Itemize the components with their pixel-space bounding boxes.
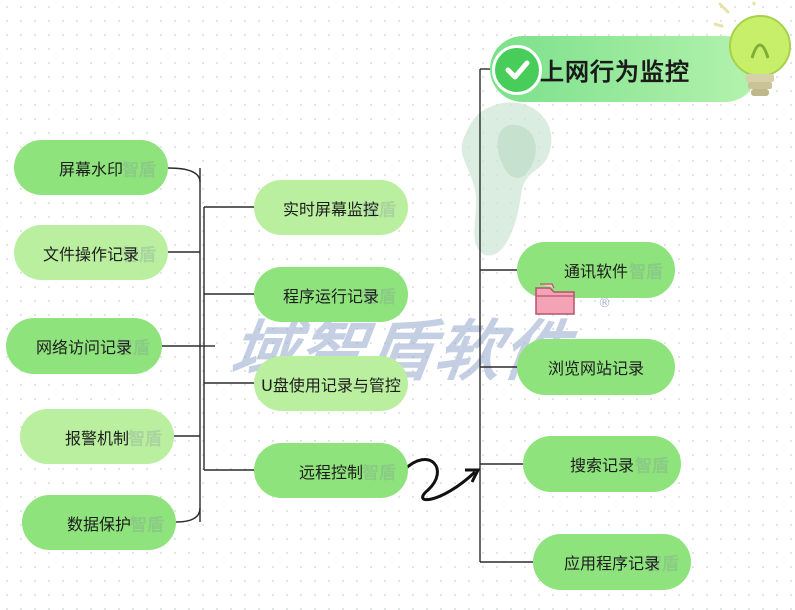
node-watermark: 智盾 — [362, 463, 396, 483]
node-data-protection: 数据保护 智盾 — [22, 495, 176, 550]
node-watermark: 智盾 — [635, 456, 669, 477]
folder-icon — [535, 283, 575, 315]
checkmark-icon — [492, 45, 542, 95]
node-watermark: 智盾 — [130, 515, 164, 535]
node-remote-control: 远程控制 智盾 — [254, 443, 408, 498]
node-label: 报警机制 — [64, 428, 129, 448]
registered-mark: ® — [598, 296, 611, 311]
node-label: 远程控制 — [298, 462, 363, 482]
root-node-label: 上网行为监控 — [540, 58, 690, 86]
node-search-records: 搜索记录 智盾 — [523, 436, 681, 492]
node-realtime-screen-monitor: 实时屏幕监控 智盾 — [254, 180, 408, 235]
node-program-run-records: 程序运行记录 智盾 — [254, 267, 408, 322]
node-label: 应用程序记录 — [563, 554, 660, 573]
node-watermark: 智盾 — [122, 160, 156, 180]
node-application-records: 应用程序记录 智盾 — [533, 534, 691, 590]
node-label: 搜索记录 — [569, 456, 634, 475]
node-label: 通讯软件 — [563, 262, 628, 281]
node-label: 文件操作记录 — [42, 244, 139, 264]
node-label: 实时屏幕监控 — [282, 199, 379, 219]
node-alarm-mechanism: 报警机制 智盾 — [20, 409, 174, 464]
node-screen-watermark: 屏幕水印 智盾 — [14, 140, 168, 195]
node-watermark: 智盾 — [629, 262, 663, 283]
node-label: U盘使用记录与管控 — [261, 375, 401, 395]
node-usb-usage-control: U盘使用记录与管控 — [254, 356, 408, 411]
lightbulb-icon — [714, 2, 791, 96]
node-watermark: 智盾 — [128, 429, 162, 449]
node-browsing-records: 浏览网站记录 — [517, 339, 675, 395]
node-im-software: 通讯软件 智盾 — [517, 242, 675, 298]
node-file-operation-records: 文件操作记录 智盾 — [14, 225, 168, 280]
node-label: 屏幕水印 — [58, 159, 123, 179]
watercolor-splash — [461, 102, 552, 256]
node-label: 程序运行记录 — [282, 286, 379, 306]
node-label: 数据保护 — [66, 514, 131, 534]
node-label: 网络访问记录 — [35, 338, 132, 357]
node-label: 浏览网站记录 — [547, 359, 644, 378]
node-network-access-records: 网络访问记录 智盾 — [6, 318, 162, 374]
